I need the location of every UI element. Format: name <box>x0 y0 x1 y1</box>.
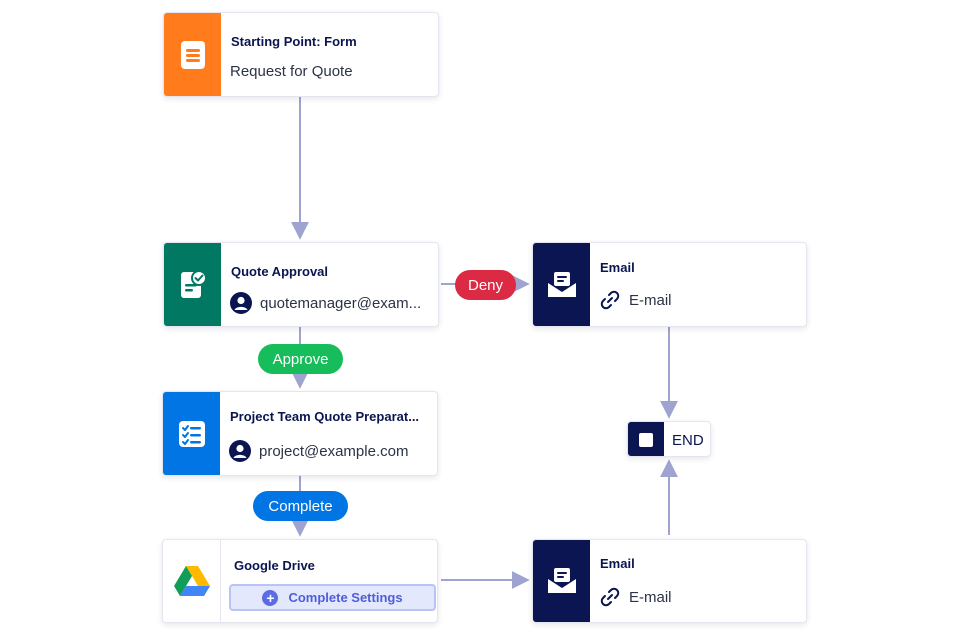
node-subtitle: E-mail <box>599 586 796 608</box>
end-node[interactable]: END <box>627 421 711 457</box>
approval-node[interactable]: Quote Approval quotemanager@exam... <box>163 242 439 327</box>
complete-settings-label: Complete Settings <box>288 590 403 605</box>
task-node[interactable]: Project Team Quote Preparat... project@e… <box>162 391 438 476</box>
user-icon <box>230 292 252 314</box>
end-label: END <box>672 432 704 449</box>
assignee-email: project@example.com <box>259 442 409 460</box>
node-title: Project Team Quote Preparat... <box>230 409 420 424</box>
form-node[interactable]: Starting Point: Form Request for Quote <box>163 12 439 97</box>
approval-icon <box>164 243 221 326</box>
node-subtitle: E-mail <box>599 289 796 311</box>
google-drive-icon <box>163 540 221 622</box>
link-icon <box>599 586 621 608</box>
complete-settings-button[interactable]: + Complete Settings <box>229 584 436 611</box>
email-node[interactable]: Email E-mail <box>532 539 807 623</box>
complete-condition-pill[interactable]: Complete <box>253 491 348 521</box>
email-type: E-mail <box>629 588 672 606</box>
node-title: Starting Point: Form <box>231 34 357 49</box>
node-title: Email <box>600 556 635 571</box>
approve-condition-pill[interactable]: Approve <box>258 344 343 374</box>
form-name: Request for Quote <box>230 63 353 80</box>
deny-condition-pill[interactable]: Deny <box>455 270 516 300</box>
email-icon <box>533 243 590 326</box>
user-icon <box>229 440 251 462</box>
form-icon <box>164 13 221 96</box>
email-node[interactable]: Email E-mail <box>532 242 807 327</box>
stop-icon <box>628 422 664 456</box>
task-list-icon <box>163 392 220 475</box>
node-subtitle: project@example.com <box>229 440 427 462</box>
plus-icon: + <box>262 589 279 606</box>
node-title: Email <box>600 260 635 275</box>
node-subtitle: quotemanager@exam... <box>230 292 428 314</box>
email-type: E-mail <box>629 291 672 309</box>
node-title: Quote Approval <box>231 264 329 279</box>
node-title: Google Drive <box>234 558 315 573</box>
node-subtitle: Request for Quote <box>230 63 428 80</box>
link-icon <box>599 289 621 311</box>
google-drive-node[interactable]: Google Drive + Complete Settings <box>162 539 438 623</box>
assignee-email: quotemanager@exam... <box>260 294 422 312</box>
email-icon <box>533 540 590 622</box>
